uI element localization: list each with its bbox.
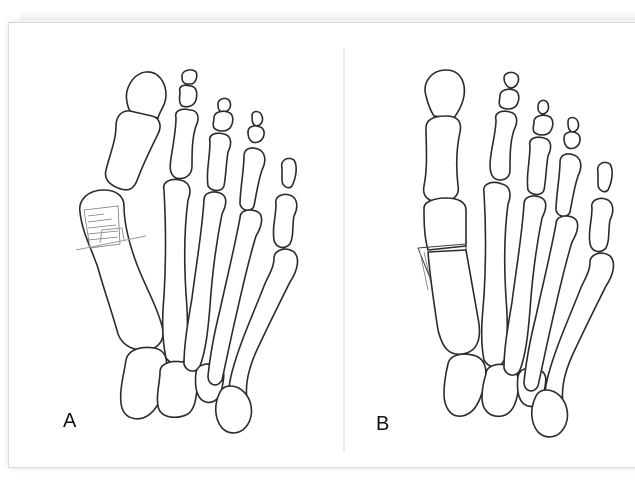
a-toe3-distal bbox=[218, 98, 231, 112]
panel-b-foot bbox=[418, 70, 613, 437]
panel-a-label: A bbox=[63, 410, 76, 433]
b-toe4-distal bbox=[568, 118, 579, 133]
a-toe3-middle bbox=[213, 111, 233, 131]
b-toe4-proximal bbox=[556, 154, 581, 216]
b-toe5-distal bbox=[598, 162, 612, 191]
b-toe4-middle bbox=[564, 132, 580, 149]
b-toe3-proximal bbox=[527, 137, 550, 194]
b-hallux-distal-phalanx bbox=[425, 70, 464, 118]
b-toe2-proximal bbox=[490, 111, 517, 180]
a-toe2-proximal bbox=[170, 109, 198, 178]
a-toe4-distal bbox=[252, 112, 263, 127]
b-toe5-proximal bbox=[589, 198, 612, 251]
b-toe2-distal bbox=[504, 72, 519, 88]
a-toe4-proximal bbox=[240, 148, 265, 210]
a-toe3-proximal bbox=[207, 133, 230, 190]
b-toe3-middle bbox=[533, 115, 553, 135]
panel-b-label: B bbox=[376, 413, 389, 436]
a-toe5-proximal bbox=[273, 194, 296, 247]
a-hallux-proximal-phalanx bbox=[106, 111, 161, 190]
b-medial-cuneiform bbox=[444, 354, 486, 416]
b-hallux-proximal-phalanx bbox=[424, 116, 461, 202]
panel-a-foot bbox=[76, 70, 297, 433]
b-toe2-middle bbox=[499, 89, 519, 109]
a-toe2-distal bbox=[182, 70, 197, 84]
b-first-metatarsal-shaft bbox=[428, 250, 479, 354]
b-first-metatarsal-head bbox=[424, 198, 466, 250]
a-toe2-middle bbox=[180, 85, 197, 107]
b-toe3-distal bbox=[538, 100, 549, 114]
a-toe5-distal bbox=[282, 158, 296, 187]
a-toe4-middle bbox=[248, 126, 264, 143]
a-first-metatarsal bbox=[80, 190, 163, 350]
